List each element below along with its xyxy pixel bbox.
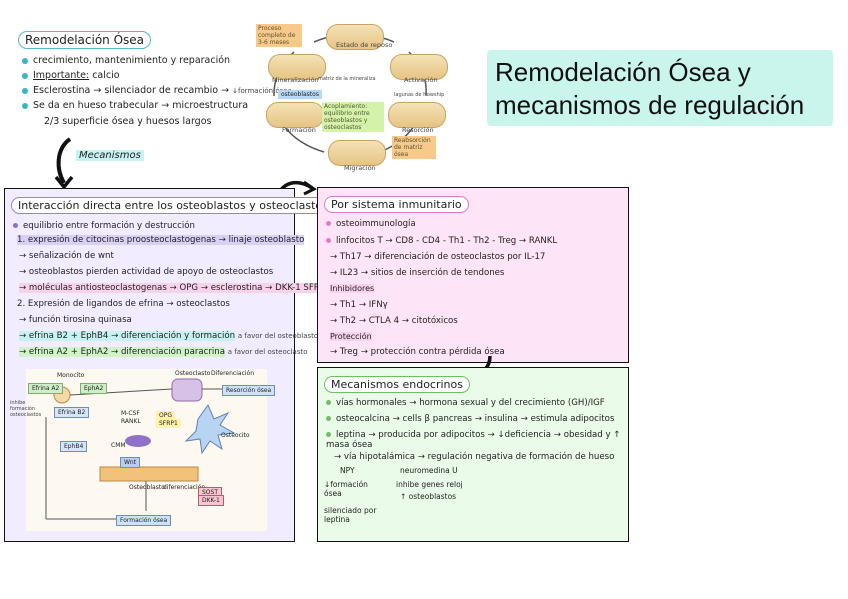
direct-line: → osteoblastos pierden actividad de apoy… (19, 267, 274, 277)
immune-heading: Inhibidores (330, 284, 375, 293)
figure-lines-icon (45, 378, 236, 520)
stage-resorption-image (388, 102, 446, 128)
notes-item-5: 2/3 superficie ósea y huesos largos (44, 116, 212, 127)
immune-line: osteoimmunología (326, 219, 416, 229)
matrix-note: matriz de la mineraliza (318, 76, 376, 82)
stage-label: Estado de reposo (336, 41, 393, 49)
bullet-icon (22, 72, 28, 79)
figure-label: Diferenciación (211, 370, 255, 377)
figure-label: EphB4 (60, 441, 88, 452)
figure-side-note: inhibe formación osteoclastos (10, 400, 42, 418)
stage-migration-image (328, 140, 386, 166)
endo-line: ↓formación ósea (324, 480, 368, 498)
figure-label: Osteoblasto (129, 484, 165, 491)
stage-mineralization-image (268, 54, 326, 80)
panel-title: Por sistema inmunitario (324, 196, 469, 213)
immune-heading: Protección (330, 332, 372, 341)
notes-item-2: Importante: calcio (22, 70, 120, 81)
direct-line: → moléculas antiosteoclastogenas → OPG →… (19, 283, 331, 293)
figure-label: Monocito (57, 372, 85, 379)
notes-item-3: Esclerostina → silenciador de recambio →… (22, 85, 292, 96)
endocrine-panel: Mecanismos endocrinos vías hormonales → … (317, 367, 629, 542)
endo-line: leptina → producida por adipocitos → ↓de… (326, 430, 621, 450)
figure-label: Efrina A2 (28, 383, 64, 394)
figure-label: M-CSF (121, 410, 140, 417)
notes-item-1: crecimiento, mantenimiento y reparación (22, 55, 230, 66)
stage-activation-image (390, 54, 448, 80)
endo-line: osteocalcina → cells β pancreas → insuli… (326, 414, 614, 424)
endo-line: silenciado por leptina (324, 506, 377, 524)
figure-label: SFRP1 (156, 419, 181, 428)
endo-line: → vía hipotalámica → regulación negativa… (334, 452, 615, 462)
interaction-figure: Monocito Osteoclasto Diferenciación Reso… (26, 369, 276, 531)
stage-label: Formación (282, 126, 316, 134)
figure-label: Formación ósea (116, 515, 172, 526)
bullet-icon (22, 102, 28, 109)
bullet-icon (22, 57, 28, 64)
immune-line: → Th1 → IFNγ (330, 300, 388, 310)
endo-line: NPY (340, 466, 355, 475)
curved-arrow-icon (54, 137, 74, 190)
figure-label: Osteocito (221, 432, 250, 439)
endo-line: neuromedina U (400, 466, 458, 475)
stage-label: Migración (344, 164, 376, 172)
panel-title: Interacción directa entre los osteoblast… (11, 197, 335, 214)
figure-label: Resorción ósea (222, 385, 276, 396)
notes-item-4: Se da en hueso trabecular → microestruct… (22, 100, 248, 111)
bullet-icon (22, 87, 28, 94)
immune-line: → Treg → protección contra pérdida ósea (330, 347, 505, 357)
page-title: Remodelación Ósea y mecanismos de regula… (487, 50, 833, 126)
stage-rest-image (326, 24, 384, 50)
direct-line: → función tirosina quinasa (19, 315, 132, 325)
page-title-line-2: mecanismos de regulación (495, 90, 805, 120)
endo-line: ↑ osteoblastos (400, 492, 457, 501)
panel-title: Mecanismos endocrinos (324, 376, 470, 393)
stage-label: Activación (404, 76, 438, 84)
immune-line: → Th17 → diferenciación de osteoclastos … (330, 252, 546, 262)
direct-line: 2. Expresión de ligandos de efrina → ost… (17, 299, 230, 309)
figure-label: CMM (111, 442, 126, 449)
figure-label: OPG (156, 411, 175, 420)
immune-line: → IL23 → sitios de inserción de tendones (330, 268, 505, 278)
process-note: Proceso completo de 3-6 meses (256, 24, 302, 47)
remodeling-cycle-diagram: Estado de reposo Activación Resorción Mi… (254, 18, 450, 176)
figure-label: EphA2 (80, 383, 108, 394)
immune-line: linfocitos T → CD8 - CD4 - Th1 - Th2 - T… (326, 236, 557, 246)
mecanismos-label: Mecanismos (76, 150, 144, 161)
endo-line: inhibe genes reloj (396, 480, 463, 489)
stage-label: Mineralización (272, 76, 319, 84)
direct-line: 1. expresión de citocinas proosteoclasto… (17, 235, 305, 245)
direct-line: → efrina A2 + EphA2 → diferenciación par… (19, 347, 308, 357)
figure-label: RANKL (121, 418, 141, 425)
coupling-note: Acoplamiento: equilibrio entre osteoblas… (322, 102, 384, 132)
figure-label: diferenciación (163, 484, 206, 491)
direct-line: → efrina B2 + EphB4 → diferenciación y f… (19, 331, 319, 341)
immune-line: → Th2 → CTLA 4 → citotóxicos (330, 316, 458, 326)
direct-line: → señalización de wnt (19, 251, 114, 261)
osteoblastos-tag: osteoblastos (278, 90, 322, 99)
lacunae-note: lagunas de Howship (394, 92, 445, 98)
page-title-line-1: Remodelación Ósea y (495, 57, 751, 87)
stage-formation-image (266, 102, 324, 128)
figure-label: Efrina B2 (54, 407, 90, 418)
endo-line: vías hormonales → hormona sexual y del c… (326, 398, 605, 408)
resorption-note: Reabsorción de matriz ósea (392, 136, 436, 159)
figure-label: Osteoclasto (175, 370, 211, 377)
figure-label: Wnt (120, 457, 141, 468)
notes-title: Remodelación Ósea (18, 31, 152, 49)
direct-line: equilibrio entre formación y destrucción (13, 221, 195, 231)
figure-label: DKK-1 (198, 495, 224, 506)
stage-label: Resorción (402, 126, 434, 134)
immune-panel: Por sistema inmunitario osteoimmunología… (317, 187, 629, 363)
